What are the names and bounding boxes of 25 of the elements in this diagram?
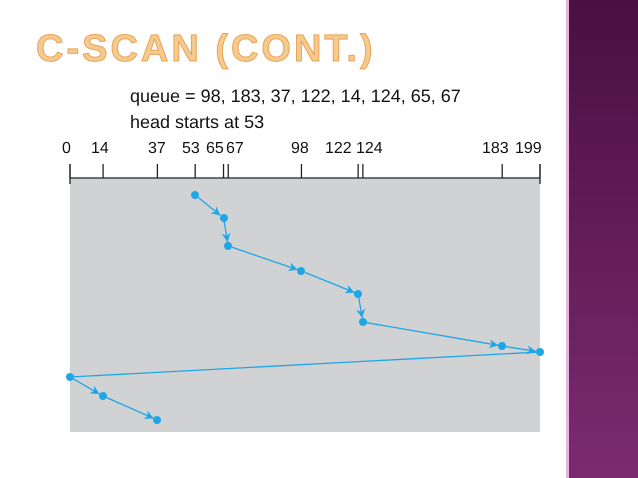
arrow (366, 322, 498, 348)
arrow (304, 272, 355, 294)
tick-label: 37 (148, 140, 166, 158)
track-point (66, 373, 74, 381)
tick-label: 199 (515, 140, 542, 158)
tick-label: 67 (226, 140, 244, 158)
arrow (222, 222, 231, 242)
arrow (356, 298, 366, 318)
arrow (232, 246, 298, 272)
arrow (198, 197, 221, 216)
tick-label: 124 (356, 140, 383, 158)
arrow (506, 346, 536, 354)
note-text: head starts at 53 (130, 112, 264, 133)
tick-label: 183 (482, 140, 509, 158)
tick-label: 0 (62, 140, 71, 158)
tick-label: 53 (182, 140, 200, 158)
tick-label: 98 (291, 140, 309, 158)
tick-label: 65 (206, 140, 224, 158)
tick-label: 14 (91, 140, 109, 158)
note-text: queue = 98, 183, 37, 122, 14, 124, 65, 67 (130, 86, 461, 107)
track-point (536, 348, 544, 356)
arrow (73, 378, 100, 395)
tick-label: 122 (325, 140, 352, 158)
slide-title: C-SCAN (CONT.) (36, 28, 376, 71)
arrow (106, 397, 154, 419)
